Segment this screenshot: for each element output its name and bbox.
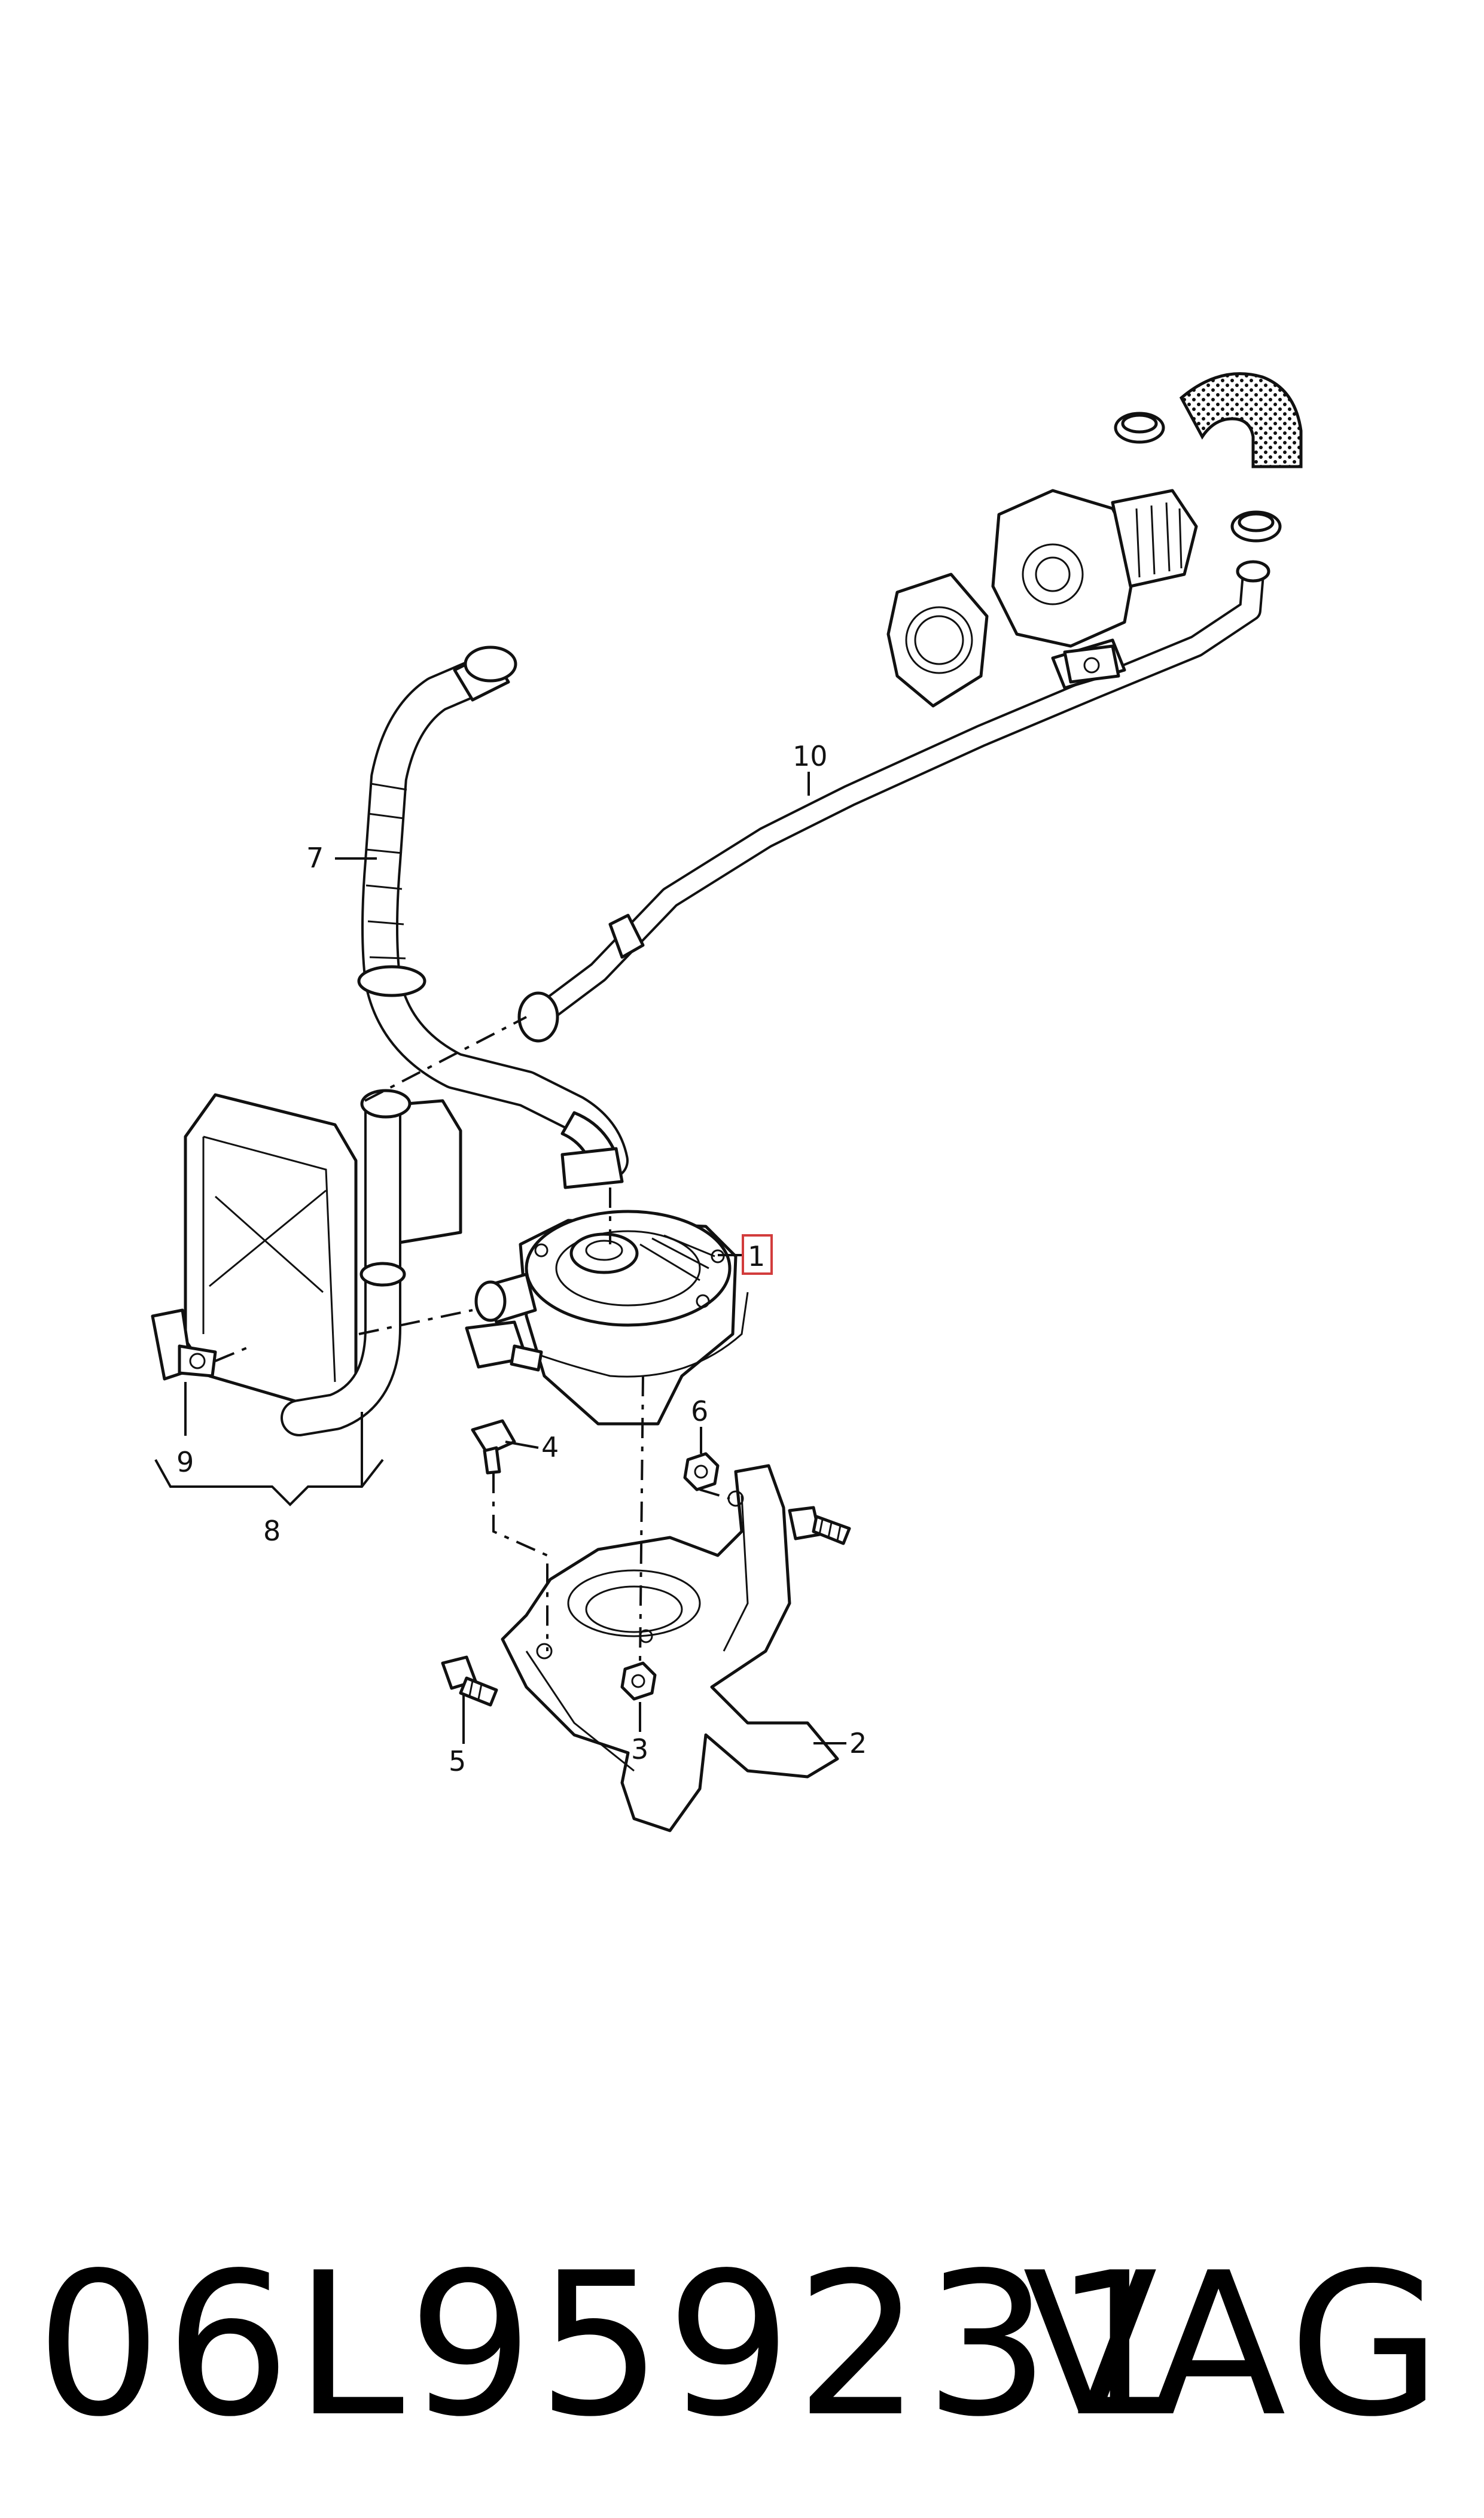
- highlight-box-part-1: [742, 1234, 773, 1275]
- bolt-part-5: [441, 1655, 498, 1707]
- callout-9: 9: [176, 1446, 194, 1478]
- exploded-parts-diagram: 1 2 3 4 5 6 7 8 9 10: [151, 372, 1303, 1832]
- bracket-part-2: [501, 1464, 839, 1832]
- secondary-air-pump-part-1: [465, 1210, 749, 1426]
- callout-4: 4: [541, 1431, 559, 1463]
- callout-8: 8: [263, 1515, 281, 1547]
- brand-label: VAG: [1022, 2230, 1448, 2460]
- callout-3: 3: [631, 1733, 648, 1765]
- housing-part-8: [184, 1089, 462, 1436]
- part-number: 06L959231: [36, 2230, 1183, 2460]
- footer: 06L959231 VAG: [24, 2213, 1459, 2477]
- callout-6: 6: [691, 1395, 708, 1427]
- callout-5: 5: [449, 1745, 466, 1777]
- hose-clamp-upper: [1114, 412, 1282, 543]
- combination-valve-assembly: [886, 489, 1198, 708]
- flexible-hose-dotted: [1179, 372, 1303, 468]
- clip-part-4: [471, 1419, 516, 1475]
- callout-7: 7: [306, 842, 324, 874]
- bolt-right: [788, 1506, 851, 1545]
- assembly-lines: [215, 1016, 730, 1664]
- nut-part-3: [620, 1661, 657, 1701]
- callout-2: 2: [849, 1727, 867, 1759]
- callout-10: 10: [793, 740, 828, 772]
- nut-part-6: [683, 1452, 720, 1491]
- callout-labels: 1 2 3 4 5 6 7 8 9 10: [176, 740, 867, 1777]
- callout-1: 1: [748, 1240, 765, 1272]
- sensor-part-9: [151, 1308, 217, 1381]
- leader-lines: [154, 772, 846, 1744]
- breather-hose-part-7: [357, 646, 629, 1189]
